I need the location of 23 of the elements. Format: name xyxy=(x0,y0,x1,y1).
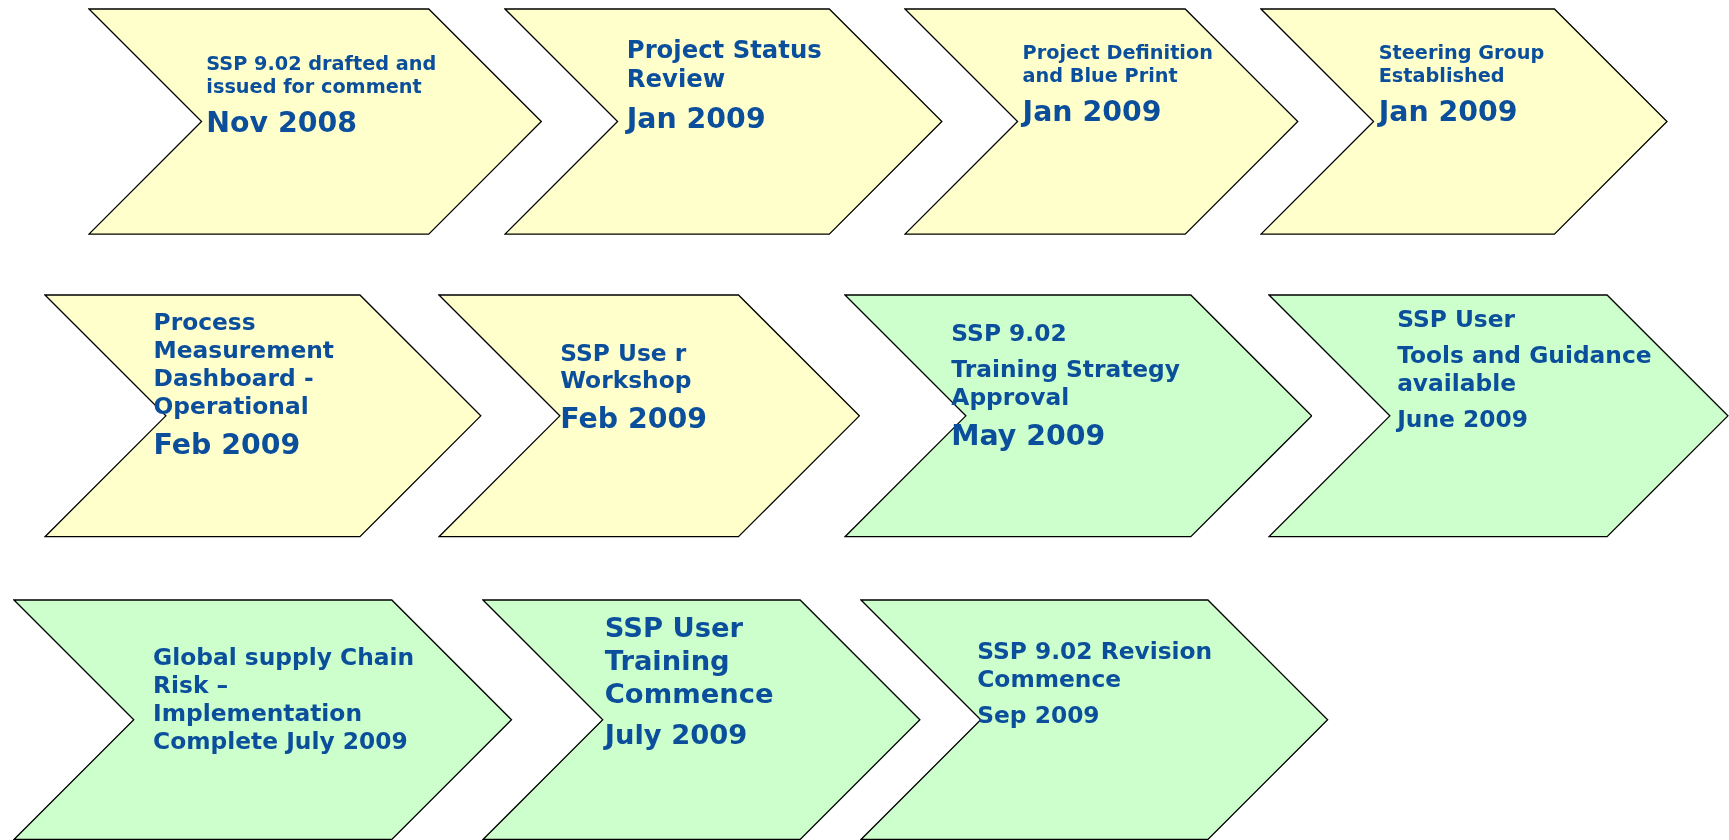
milestone-date: June 2009 xyxy=(1397,405,1529,434)
milestone-date: May 2009 xyxy=(951,418,1107,453)
milestone-text: Project Status Review xyxy=(626,35,823,94)
milestone-text: SSP 9.02 xyxy=(951,318,1068,347)
milestone-text: Tools and Guidance available xyxy=(1397,341,1653,398)
milestone-text: Project Definition and Blue Print xyxy=(1022,40,1214,88)
milestone-text: Steering Group Established xyxy=(1378,40,1546,88)
milestone-text: Training Strategy Approval xyxy=(951,354,1182,411)
milestone-text: Process Measurement Dashboard - Operational xyxy=(153,307,336,420)
milestone-date: Jan 2009 xyxy=(626,101,767,136)
milestone-date: July 2009 xyxy=(604,718,749,752)
milestone-text: SSP User xyxy=(1397,305,1517,334)
milestone-date: Feb 2009 xyxy=(560,402,708,437)
milestone-text: SSP 9.02 Revision Commence xyxy=(977,637,1214,694)
milestone-text: Global supply Chain Risk – Implementation Complete July 2009 xyxy=(153,642,416,755)
milestone-date: Jan 2009 xyxy=(1022,95,1163,130)
milestone-text: SSP Use r Workshop xyxy=(560,338,693,395)
milestone-date: Jan 2009 xyxy=(1378,95,1519,130)
milestone-text: SSP User Training Commence xyxy=(604,611,775,711)
milestone-date: Nov 2008 xyxy=(206,106,358,141)
milestone-text: SSP 9.02 drafted and issued for comment xyxy=(206,51,438,99)
milestone-date: Sep 2009 xyxy=(977,701,1101,730)
milestone-date: Feb 2009 xyxy=(153,427,302,462)
